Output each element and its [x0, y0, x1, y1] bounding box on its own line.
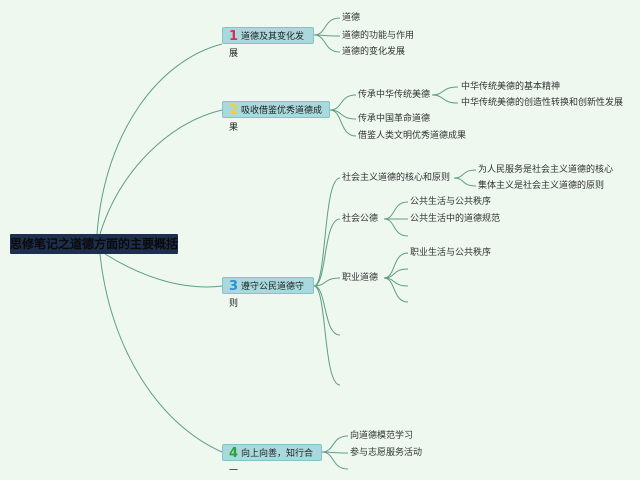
branch-label: 吸收借鉴优秀道德成果 [229, 106, 323, 133]
branch-connector [96, 43, 223, 235]
topic[interactable]: 参与志愿服务活动 [350, 448, 423, 458]
subtopic[interactable]: 中华传统美德的基本精神 [461, 82, 561, 92]
subtopic[interactable]: 公共生活与公共秩序 [410, 197, 492, 207]
subtopic[interactable]: 中华传统美德的创造性转换和创新性发展 [461, 98, 624, 108]
connector-line [313, 218, 341, 287]
connector-line [313, 285, 341, 336]
connector-line [431, 94, 459, 104]
topic[interactable]: 向道德模范学习 [350, 431, 414, 441]
branch-connector [99, 109, 223, 235]
topic[interactable]: 借鉴人类文明优秀道德成果 [358, 131, 467, 141]
connector-line [329, 94, 357, 111]
connector-line [313, 34, 341, 53]
topic[interactable]: 传承中华传统美德 [358, 90, 431, 100]
topic[interactable]: 社会公德 [342, 214, 379, 224]
topic[interactable]: 职业道德 [342, 273, 379, 283]
topic[interactable]: 道德的变化发展 [342, 47, 406, 57]
connector-line [453, 169, 477, 179]
connector-line [383, 277, 409, 303]
branch-number: 4 [229, 446, 239, 461]
branch-number: 3 [229, 279, 239, 294]
topic[interactable]: 传承中国革命道德 [358, 114, 431, 124]
connector-line [313, 285, 341, 386]
subtopic[interactable]: 公共生活中的道德规范 [410, 214, 501, 224]
connector-line [321, 435, 349, 453]
connector-line [329, 109, 357, 137]
topic[interactable]: 社会主义道德的核心和原则 [342, 173, 451, 183]
connector-line [383, 218, 409, 237]
branch-connector [99, 253, 223, 453]
connector-line [453, 177, 477, 187]
connector-line [313, 277, 341, 287]
root-topic[interactable]: 思修笔记之道德方面的主要概括 [10, 234, 178, 254]
branch-number: 1 [229, 29, 239, 44]
connector-line [313, 177, 341, 287]
branch-connector [104, 253, 223, 288]
branch-label: 遵守公民道德守则 [229, 282, 305, 309]
subtopic[interactable]: 职业生活与公共秩序 [410, 248, 492, 258]
topic[interactable]: 道德的功能与作用 [342, 31, 415, 41]
subtopic[interactable]: 集体主义是社会主义道德的原则 [478, 181, 605, 191]
subtopic[interactable]: 为人民服务是社会主义道德的核心 [478, 165, 614, 175]
connector-line [321, 451, 349, 470]
connector-line [313, 17, 341, 36]
connector-line [431, 86, 459, 96]
branch-label: 向上向善，知行合一 [229, 449, 314, 476]
topic[interactable]: 道德 [342, 13, 361, 23]
connector-line [383, 252, 409, 279]
branch-number: 2 [229, 103, 239, 118]
branch-label: 道德及其变化发展 [229, 32, 305, 59]
connector-line [383, 201, 409, 220]
